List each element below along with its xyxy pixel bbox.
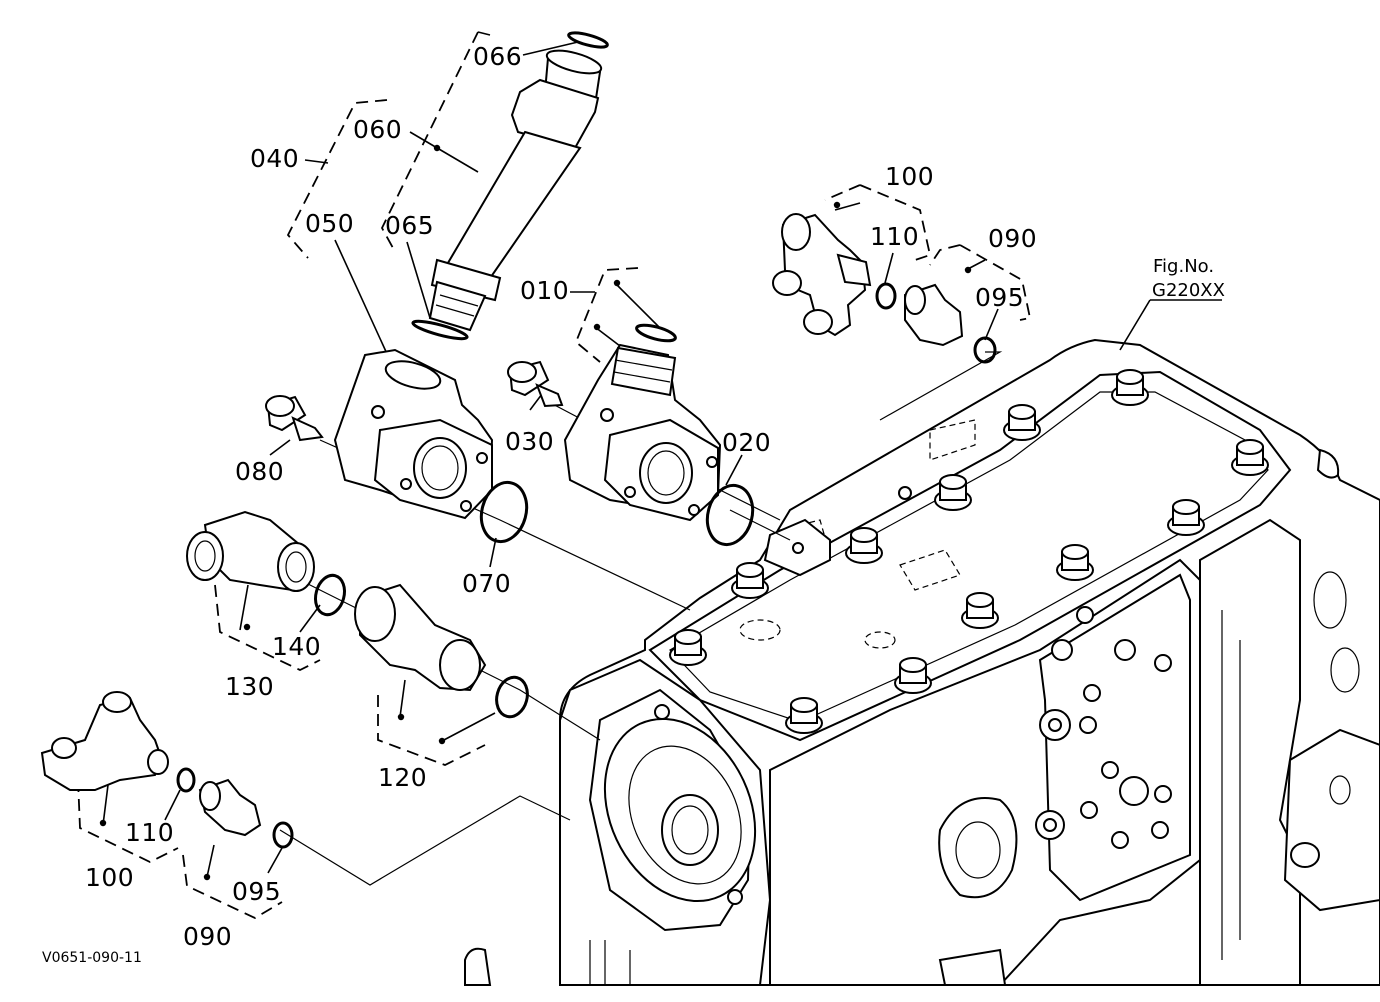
tee-fitting-100-bottom — [40, 691, 169, 791]
adapter-120 — [354, 583, 487, 692]
callout-050: 050 — [305, 209, 354, 238]
callout-040: 040 — [250, 144, 299, 173]
fig-no-value: G220XX — [1152, 280, 1225, 301]
callout-110-bottom: 110 — [125, 818, 174, 847]
o-ring-010 — [635, 323, 677, 343]
adapter-090-top — [904, 283, 964, 347]
callout-066: 066 — [473, 42, 522, 71]
transmission-housing — [464, 338, 1380, 986]
adapter-090-bottom — [198, 778, 262, 837]
callout-010: 010 — [520, 276, 569, 305]
elbow-010 — [563, 343, 722, 522]
bolt-080 — [265, 395, 324, 442]
callout-100-top: 100 — [885, 162, 934, 191]
cover-bolts — [669, 369, 1269, 734]
o-ring-095-bottom — [272, 821, 294, 849]
callout-120: 120 — [378, 763, 427, 792]
bolt-030 — [507, 360, 564, 408]
o-ring-066 — [567, 31, 609, 49]
elbow-130 — [186, 510, 315, 592]
drawing-code: V0651-090-11 — [42, 950, 142, 966]
callout-095-top: 095 — [975, 283, 1024, 312]
o-ring-110-bottom — [176, 767, 196, 793]
callout-110-top: 110 — [870, 222, 919, 251]
o-ring-065 — [411, 319, 469, 341]
tee-fitting-100-top — [772, 213, 872, 337]
callout-095-bottom: 095 — [232, 877, 281, 906]
o-ring-110-top — [875, 282, 897, 310]
fig-no-label: Fig.No. — [1153, 256, 1214, 277]
callout-080: 080 — [235, 457, 284, 486]
callout-090-bottom: 090 — [183, 922, 232, 951]
pipe-060 — [428, 49, 603, 332]
callout-140: 140 — [272, 632, 321, 661]
callout-070: 070 — [462, 569, 511, 598]
callout-065: 065 — [385, 211, 434, 240]
side-plate-holes — [1035, 606, 1172, 849]
o-ring-120 — [495, 675, 529, 719]
callout-130: 130 — [225, 672, 274, 701]
o-ring-140 — [314, 573, 346, 617]
o-ring-095-top — [973, 336, 997, 364]
callout-030: 030 — [505, 427, 554, 456]
o-ring-020 — [705, 483, 755, 547]
callout-labels: 066 060 040 050 065 010 030 020 080 070 … — [85, 42, 1037, 951]
callout-020: 020 — [722, 428, 771, 457]
callout-090-top: 090 — [988, 224, 1037, 253]
figure-reference: Fig.No. G220XX — [1152, 256, 1225, 301]
callout-100-bottom: 100 — [85, 863, 134, 892]
callout-060: 060 — [353, 115, 402, 144]
elbow-050 — [333, 348, 494, 520]
o-ring-070 — [479, 480, 529, 544]
